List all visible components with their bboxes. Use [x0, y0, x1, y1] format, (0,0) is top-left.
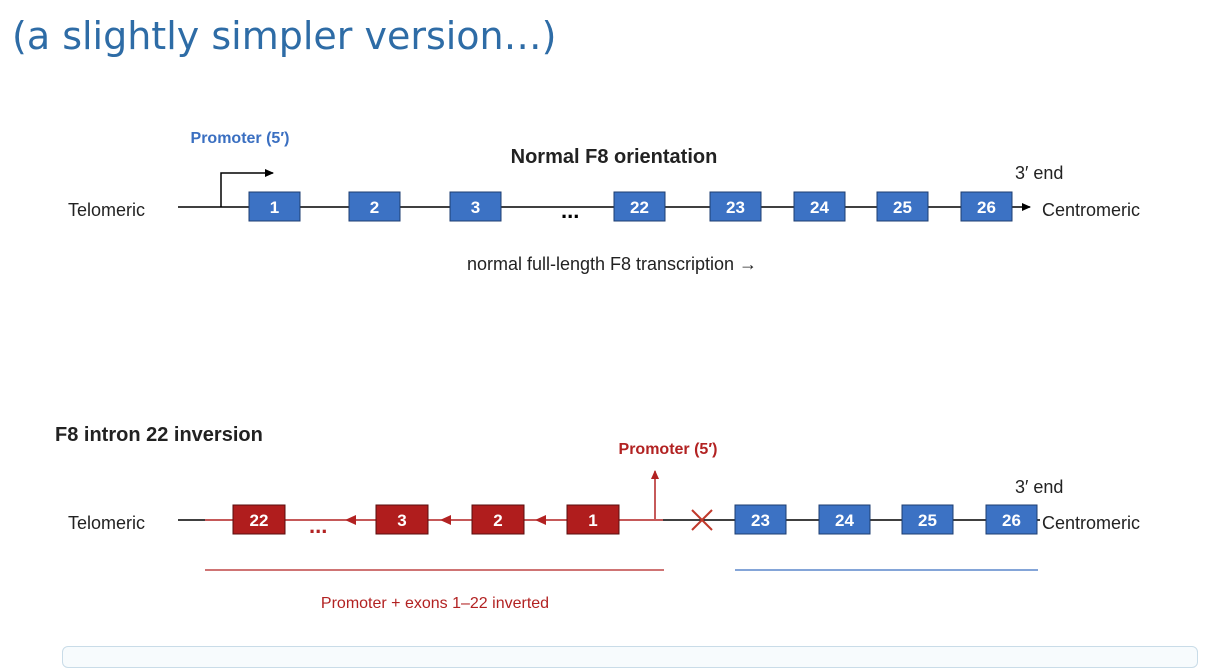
exon-label: 23 — [751, 511, 770, 530]
slide-title: (a slightly simpler version…) — [12, 14, 557, 58]
exon-label: 25 — [893, 198, 912, 217]
exon-label: 3 — [397, 511, 406, 530]
exon-label: 23 — [726, 198, 745, 217]
inversion-centromeric-label: Centromeric — [1042, 513, 1140, 533]
exon-label: 25 — [918, 511, 937, 530]
inverted-exon-1: 1 — [566, 504, 620, 535]
exon-label: 1 — [270, 198, 279, 217]
normal-exon-22: 22 — [613, 191, 666, 222]
exon-label: 1 — [588, 511, 597, 530]
exon-label: 3 — [471, 198, 480, 217]
normal-exon-1: 1 — [248, 191, 301, 222]
normal-promoter-arrow — [220, 169, 274, 207]
f8-diagram: Normal F8 orientation Promoter (5′) Telo… — [55, 130, 1140, 612]
normal-exon-25: 25 — [876, 191, 929, 222]
exon-label: 24 — [810, 198, 829, 217]
reverse-arrow-icon — [440, 515, 451, 525]
exon-label: 22 — [630, 198, 649, 217]
normal-exon-26-inv: 26 — [985, 504, 1038, 535]
normal-heading: Normal F8 orientation — [511, 146, 718, 168]
exon-label: 2 — [493, 511, 502, 530]
normal-exon-23-inv: 23 — [734, 504, 787, 535]
normal-three-prime-label: 3′ end — [1015, 163, 1063, 183]
inversion-caption: Promoter + exons 1–22 inverted — [321, 595, 549, 612]
inverted-exon-22: 22 — [232, 504, 286, 535]
normal-exon-24-inv: 24 — [818, 504, 871, 535]
normal-exon-2: 2 — [348, 191, 401, 222]
normal-exon-3: 3 — [449, 191, 502, 222]
normal-exon-23: 23 — [709, 191, 762, 222]
normal-telomeric-label: Telomeric — [68, 200, 145, 220]
exon-label: 2 — [370, 198, 379, 217]
inversion-telomeric-label: Telomeric — [68, 513, 145, 533]
inverted-exon-3: 3 — [375, 504, 429, 535]
normal-orientation-panel: Normal F8 orientation Promoter (5′) Telo… — [68, 130, 1140, 274]
normal-centromeric-label: Centromeric — [1042, 200, 1140, 220]
inversion-three-prime-label: 3′ end — [1015, 477, 1063, 497]
breakpoint-x-icon — [691, 509, 713, 531]
normal-exon-26: 26 — [960, 191, 1013, 222]
reverse-arrow-icon — [535, 515, 546, 525]
inversion-heading: F8 intron 22 inversion — [55, 424, 263, 446]
normal-promoter-label: Promoter (5′) — [191, 130, 290, 147]
normal-exon-24: 24 — [793, 191, 846, 222]
exon-label: 22 — [250, 511, 269, 530]
inversion-promoter-label: Promoter (5′) — [619, 441, 718, 458]
bottom-panel — [62, 646, 1198, 668]
normal-caption: normal full-length F8 transcription → — [467, 254, 757, 274]
exon-label: 26 — [1002, 511, 1021, 530]
exon-label: 24 — [835, 511, 854, 530]
inversion-ellipsis: ... — [309, 513, 327, 538]
reverse-arrow-icon — [345, 515, 356, 525]
exon-label: 26 — [977, 198, 996, 217]
normal-exon-25-inv: 25 — [901, 504, 954, 535]
normal-ellipsis: ... — [561, 198, 579, 223]
inverted-exon-2: 2 — [471, 504, 525, 535]
inversion-panel: F8 intron 22 inversion Promoter (5′) 3′ … — [55, 424, 1140, 612]
